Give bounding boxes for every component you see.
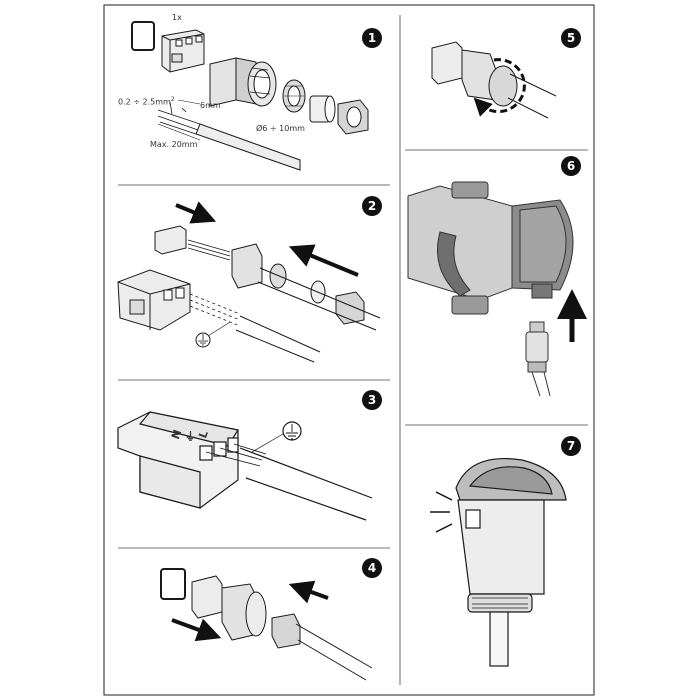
step4-illustration — [160, 568, 373, 681]
terminal-slot-1 — [199, 445, 213, 461]
strip-length-label: 6mm — [200, 101, 221, 110]
connector-hood-shade — [468, 466, 553, 495]
strip-dimension-line — [177, 99, 201, 105]
ground-symbol-3 — [251, 421, 302, 453]
step-7-badge: 7 — [561, 436, 581, 456]
step5-illustration — [431, 41, 557, 119]
pump-bottom-port — [451, 295, 489, 315]
terminal-plug — [161, 29, 205, 73]
pump-swoosh — [437, 231, 471, 297]
step-1-badge: 1 — [362, 28, 382, 48]
cable-diameter-label: Ø6 ÷ 10mm — [256, 124, 305, 133]
terminal-label-ground: ⏚ — [185, 430, 196, 443]
thread-lines — [472, 597, 528, 609]
step6-illustration — [407, 181, 587, 397]
gasket-4 — [160, 568, 186, 600]
step7-illustration — [430, 457, 567, 667]
cable-5 — [507, 73, 557, 119]
cap-nut — [337, 99, 369, 135]
step-5-badge: 5 — [561, 28, 581, 48]
clamping-insert — [282, 79, 306, 113]
step3-illustration — [117, 411, 373, 521]
rotation-arrow — [473, 58, 526, 117]
thread-ring — [467, 593, 533, 613]
connector-housing — [209, 57, 277, 107]
quantity-label: 1x — [172, 13, 182, 22]
arrow-insert-right — [175, 201, 217, 224]
insertion-guides — [189, 293, 241, 327]
arrow-push-left — [288, 244, 359, 277]
gasket — [131, 21, 155, 51]
cable-2-lower — [235, 315, 321, 363]
arrow-push-in-4 — [288, 580, 329, 604]
wire-cross-section-value: 0.2 ÷ 2.5mm — [118, 97, 171, 107]
cap-nut-4 — [271, 613, 301, 649]
jacket-dimension-line — [157, 123, 201, 141]
plug-5 — [431, 41, 463, 85]
cable-connector-6 — [525, 321, 551, 397]
jacket-strip-label: Max. 20mm — [150, 140, 198, 149]
cable-4 — [295, 623, 373, 681]
step1-illustration — [131, 21, 369, 171]
small-terminal-plug — [154, 225, 187, 255]
step-2-badge: 2 — [362, 196, 382, 216]
large-terminal-plug — [117, 269, 191, 331]
arrow-pull-out-4 — [171, 618, 222, 642]
led-window — [465, 509, 481, 529]
cap-nut-5 — [488, 65, 518, 107]
cable-3-outline — [239, 447, 373, 521]
plug-4 — [191, 575, 223, 619]
pump-socket — [531, 283, 553, 299]
step-4-badge: 4 — [362, 558, 382, 578]
stripped-cable — [157, 101, 301, 171]
ground-symbol-2 — [195, 321, 231, 348]
housing-on-cable — [231, 243, 263, 289]
seal-ring — [309, 95, 336, 123]
step-3-badge: 3 — [362, 390, 382, 410]
cable-7 — [489, 611, 509, 667]
cable-3-wires — [205, 443, 267, 467]
led-light-rays — [430, 491, 453, 533]
step-6-badge: 6 — [561, 156, 581, 176]
step2-illustration — [117, 201, 381, 363]
wire-cross-section-unit-power: 2 — [170, 96, 175, 103]
cable-2 — [257, 267, 381, 331]
terminal-block-front — [139, 455, 201, 509]
pump-motor-highlight — [519, 205, 567, 283]
wire-cross-section-label: 0.2 ÷ 2.5mm2 — [118, 96, 175, 107]
housing-4-mouth — [245, 591, 267, 637]
outer-frame — [103, 4, 595, 696]
wires — [187, 239, 231, 261]
terminal-block-top — [138, 411, 239, 447]
pump-top-port — [451, 181, 489, 199]
